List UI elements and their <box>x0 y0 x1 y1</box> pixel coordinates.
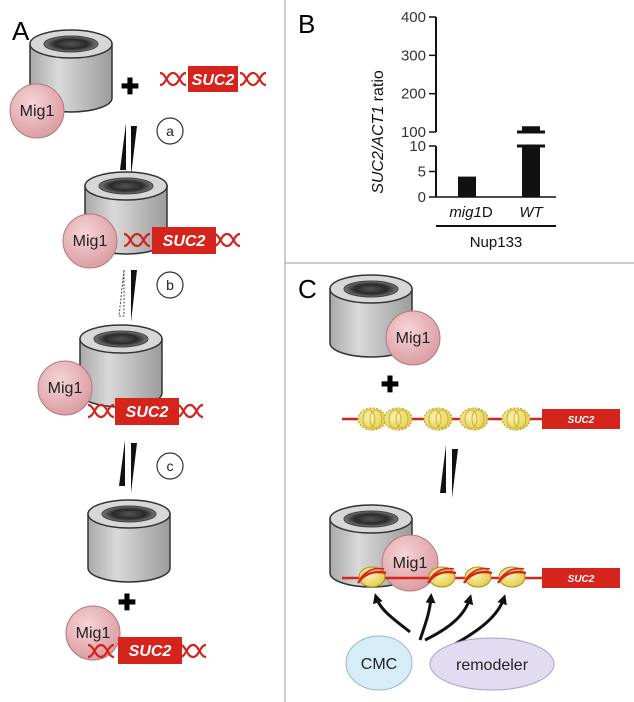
x-category-mig1d-rest: D <box>482 204 493 221</box>
y-ticks-upper: 400 300 200 100 <box>401 9 436 141</box>
a-row5: Mig1 SUC2 <box>65 605 208 664</box>
mig1-label: Mig1 <box>393 555 428 572</box>
panel-a-label: A <box>12 16 30 46</box>
a-row1: Mig1 ✚ SUC2 <box>9 29 268 139</box>
mig1-protein <box>62 213 118 269</box>
x-category-mig1d-italic: mig1 <box>449 204 482 221</box>
chromatin-bound: SUC2 <box>342 565 620 589</box>
plus-sign: ✚ <box>118 590 136 615</box>
mig1-label: Mig1 <box>76 625 111 642</box>
suc2-gene-box <box>542 409 620 429</box>
y-tick-label: 10 <box>409 138 426 155</box>
step-b-label: b <box>166 277 174 293</box>
plus-sign: ✚ <box>381 372 399 397</box>
equilibrium-a: a <box>120 117 184 176</box>
mig1-protein <box>37 360 93 416</box>
nucleosome <box>383 407 413 431</box>
x-category-wt: WT <box>519 204 544 221</box>
suc2-gene-box <box>542 568 620 588</box>
cmc-complex <box>345 635 413 691</box>
suc2-label: SUC2 <box>568 574 595 585</box>
y-axis-title-italic: SUC2/ACT1 <box>370 106 387 194</box>
equilibrium-b: b <box>118 269 184 322</box>
y-axis-title: SUC2/ACT1 ratio <box>370 70 387 194</box>
step-a-label: a <box>166 123 174 139</box>
nucleosome <box>356 565 388 589</box>
y-tick-label: 0 <box>418 189 426 206</box>
nucleosome <box>423 407 453 431</box>
y-ticks-lower: 10 5 0 <box>409 138 436 206</box>
x-category-mig1d: mig1D <box>449 204 493 221</box>
suc2-label: SUC2 <box>129 643 172 660</box>
panel-b-label: B <box>298 9 315 39</box>
nucleosome <box>426 565 458 589</box>
nuclear-pore-icon <box>87 499 171 583</box>
equilibrium-c-panel <box>440 445 458 498</box>
nucleosome <box>462 565 494 589</box>
mig1-label: Mig1 <box>396 330 431 347</box>
panel-c-label: C <box>298 274 317 304</box>
nucleosome <box>459 407 489 431</box>
recruitment-arrows <box>372 593 507 646</box>
dna-helix-icon <box>212 232 242 248</box>
remodeler-label: remodeler <box>456 657 529 674</box>
mig1-protein <box>65 605 121 661</box>
a-row2: Mig1 SUC2 <box>62 171 242 269</box>
mig1-label: Mig1 <box>20 103 55 120</box>
y-tick-label: 5 <box>418 164 426 181</box>
bars <box>458 126 545 197</box>
mig1-label: Mig1 <box>73 233 108 250</box>
suc2-label: SUC2 <box>568 415 595 426</box>
suc2-gene-box <box>188 66 238 92</box>
mig1-protein <box>385 310 441 366</box>
y-tick-label: 300 <box>401 47 426 64</box>
y-tick-label: 400 <box>401 9 426 26</box>
plus-sign: ✚ <box>121 74 139 99</box>
dna-helix-icon <box>86 403 116 419</box>
mig1-label: Mig1 <box>48 380 83 397</box>
suc2-label: SUC2 <box>192 72 235 89</box>
nucleosome <box>496 565 528 589</box>
nuclear-pore-icon <box>79 324 163 408</box>
bar-WT-lower <box>522 146 540 197</box>
suc2-gene-box <box>118 637 182 664</box>
y-axis-title-rest: ratio <box>370 70 387 106</box>
bar-mig1D <box>458 176 476 197</box>
remodeler-complex <box>429 637 555 691</box>
y-tick-label: 100 <box>401 124 426 141</box>
a-row3: Mig1 SUC2 <box>37 324 205 425</box>
suc2-label: SUC2 <box>126 404 169 421</box>
group-label: Nup133 <box>470 234 523 251</box>
suc2-gene-box <box>115 398 179 425</box>
chromatin-free: SUC2 <box>342 407 620 431</box>
bar-WT-upper <box>522 126 540 132</box>
nucleosome <box>501 407 531 431</box>
nucleosome <box>357 407 387 431</box>
equilibrium-c: c <box>119 440 184 493</box>
dna-helix-icon <box>175 403 205 419</box>
dna-helix-icon <box>238 71 268 87</box>
mig1-protein <box>9 83 65 139</box>
dna-helix-icon <box>158 71 188 87</box>
dna-helix-icon <box>178 643 208 659</box>
y-tick-label: 200 <box>401 86 426 103</box>
step-c-label: c <box>167 458 174 474</box>
cmc-label: CMC <box>361 656 397 673</box>
suc2-label: SUC2 <box>163 233 206 250</box>
suc2-gene-box <box>152 227 216 254</box>
